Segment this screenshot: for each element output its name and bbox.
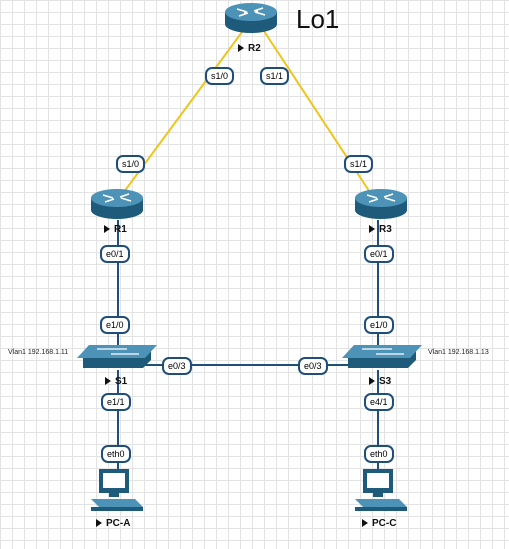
play-triangle-icon [369,377,375,385]
port-r3-e0-1[interactable]: e0/1 [364,245,394,263]
device-label-r2: R2 [238,43,261,55]
device-name-pc-a: PC-A [106,518,131,529]
port-s3-e1-0[interactable]: e1/0 [364,316,394,334]
device-label-pc-c: PC-C [362,518,396,530]
switch-s1-icon[interactable] [77,345,157,368]
port-pc-c-eth0[interactable]: eth0 [364,445,394,463]
device-label-s3: S3 [369,376,391,388]
device-name-s3: S3 [379,376,392,387]
loopback-annotation: Lo1 [296,4,340,34]
device-name-pc-c: PC-C [372,518,397,529]
router-r1-icon[interactable] [91,189,143,219]
router-r2-icon[interactable] [225,3,277,33]
link-r2-r1[interactable] [117,27,246,201]
device-label-s1: S1 [105,376,127,388]
router-r3-icon[interactable] [355,189,407,219]
device-name-r2: R2 [248,43,261,54]
port-s3-e4-1[interactable]: e4/1 [364,393,394,411]
link-r2-r3[interactable] [261,27,376,201]
port-r1-s1-0[interactable]: s1/0 [116,155,146,173]
pc-c-icon[interactable] [355,469,407,511]
port-r2-s1-1[interactable]: s1/1 [260,67,290,85]
port-s1-e0-3[interactable]: e0/3 [162,357,192,375]
play-triangle-icon [369,225,375,233]
vlan-label-s3: Vlan1 192.168.1.13 [428,349,489,356]
port-r3-s1-1[interactable]: s1/1 [344,155,374,173]
pc-a-icon[interactable] [91,469,143,511]
port-r2-s1-0[interactable]: s1/0 [205,67,235,85]
device-label-r1: R1 [104,224,127,236]
device-name-r3: R3 [379,224,392,235]
port-s1-e1-0[interactable]: e1/0 [100,316,130,334]
port-pc-a-eth0[interactable]: eth0 [101,445,131,463]
device-name-r1: R1 [114,224,127,235]
play-triangle-icon [362,519,368,527]
device-name-s1: S1 [115,376,128,387]
port-r1-e0-1[interactable]: e0/1 [100,245,130,263]
play-triangle-icon [104,225,110,233]
play-triangle-icon [96,519,102,527]
device-label-pc-a: PC-A [96,518,130,530]
port-s1-e1-1[interactable]: e1/1 [101,393,131,411]
switch-s3-icon[interactable] [342,345,422,368]
play-triangle-icon [238,44,244,52]
device-label-r3: R3 [369,224,392,236]
port-s3-e0-3[interactable]: e0/3 [298,357,328,375]
vlan-label-s1: Vlan1 192.168.1.11 [8,349,69,356]
play-triangle-icon [105,377,111,385]
